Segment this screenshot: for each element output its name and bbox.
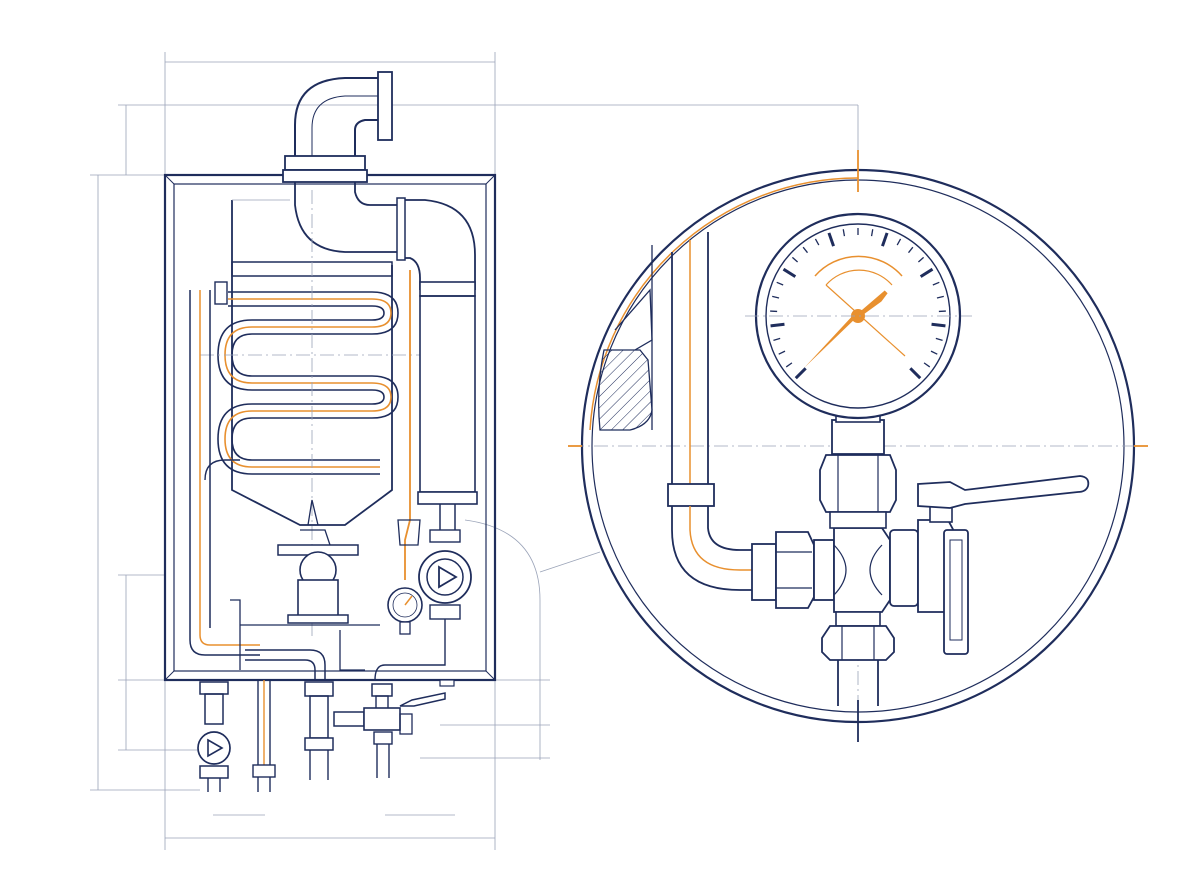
gauge-tick (778, 350, 786, 355)
pressure-gauge-large (745, 212, 972, 423)
lever-handle-icon (399, 692, 446, 707)
inlet-pump-triangle-icon (207, 738, 224, 758)
dimension-lines (90, 52, 859, 850)
pump-triangle-icon (438, 565, 458, 589)
gauge-tick (776, 281, 784, 286)
gauge-tick (881, 232, 889, 247)
internal-bottom-piping (230, 599, 365, 680)
gauge-tick (791, 256, 799, 263)
ball-valve (889, 475, 1090, 655)
gauge-tick (802, 246, 809, 254)
lever-handle (917, 475, 1090, 509)
burner (240, 499, 380, 626)
gauge-tick (923, 362, 931, 368)
flue-elbow (282, 71, 476, 290)
gauge-tick (919, 267, 934, 278)
gauge-tick (932, 281, 940, 286)
gauge-tick (896, 238, 902, 246)
gauge-tick (930, 350, 938, 355)
gauge-tick (907, 246, 914, 254)
hatched-section (598, 245, 653, 431)
gauge-tick (773, 337, 781, 341)
gauge-tick (909, 367, 922, 380)
gauge-tick (770, 322, 785, 328)
circulation-pump (374, 529, 472, 681)
gauge-tick (814, 238, 820, 246)
gauge-tick (842, 229, 846, 237)
gauge-tick (935, 337, 943, 341)
gauge-tick (931, 322, 946, 328)
gauge-ticks (770, 228, 946, 380)
gauge-icon (387, 587, 423, 635)
gauge-tick (782, 267, 797, 278)
gauge-tick (870, 229, 874, 237)
gauge-tick (794, 367, 807, 380)
heat-exchanger (200, 190, 420, 640)
gauge-tick (917, 256, 925, 263)
tee-fitting (751, 419, 897, 706)
gauge-tick (785, 362, 793, 368)
pipe-elbow (667, 232, 760, 591)
gauge-tick (827, 232, 835, 247)
gauge-needle (804, 290, 888, 368)
gauge-tick (936, 295, 944, 299)
gauge-tick (772, 295, 780, 299)
expansion-tank (417, 281, 478, 530)
supply-line (189, 270, 421, 656)
bottom-connections (197, 679, 455, 792)
